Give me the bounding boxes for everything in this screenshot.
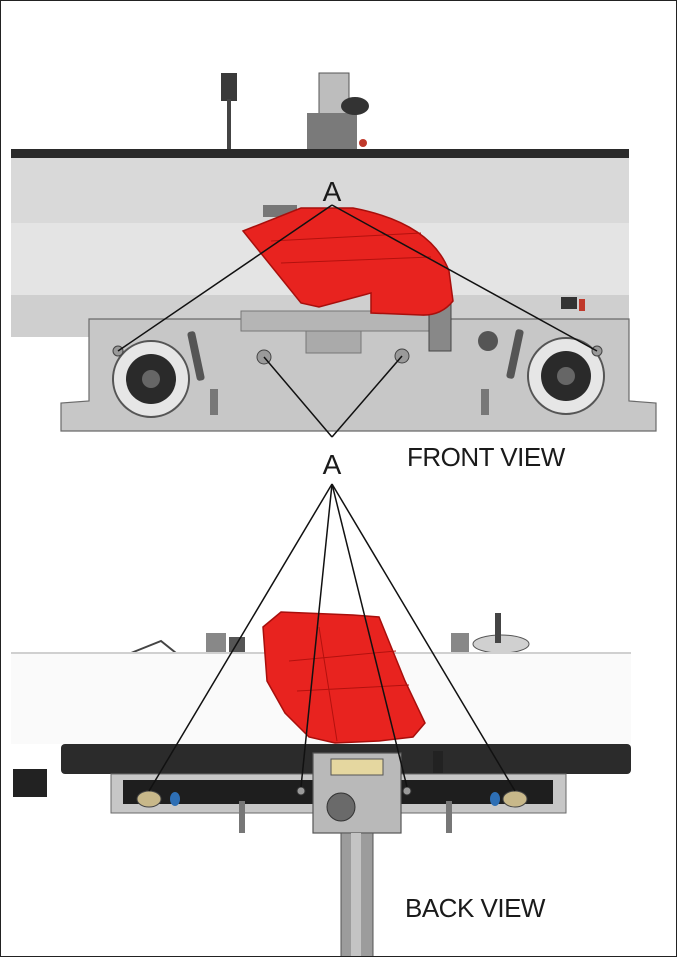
back-left-clamp xyxy=(206,633,226,653)
back-callout-letter: A xyxy=(323,449,342,480)
back-blue-fitting-2 xyxy=(490,792,500,806)
front-left-handwheel-center xyxy=(142,370,160,388)
back-small-post xyxy=(433,751,443,773)
front-red-stud xyxy=(359,139,367,147)
front-view-machine xyxy=(11,72,657,432)
back-leader-lines xyxy=(148,483,516,792)
front-left-peg xyxy=(210,389,218,415)
front-base-housing xyxy=(60,318,657,432)
back-guard-fold xyxy=(318,626,338,742)
back-left-clamp-knob xyxy=(229,637,245,653)
back-right-peg xyxy=(446,801,452,833)
back-small-lever xyxy=(130,639,177,654)
back-bolt-2 xyxy=(296,786,306,796)
back-handwheel-handle xyxy=(495,613,501,643)
back-bolt-4 xyxy=(502,790,528,808)
front-upper-leader-lines xyxy=(117,204,598,352)
front-fence-knob xyxy=(341,97,369,115)
front-right-handwheel-center xyxy=(557,367,575,385)
back-bolt-3 xyxy=(402,786,412,796)
back-cutter-guard xyxy=(262,611,426,744)
back-column-highlight xyxy=(351,833,361,956)
front-switch xyxy=(561,297,577,309)
front-guard-ridge-1 xyxy=(270,232,422,242)
back-left-box xyxy=(13,769,47,797)
front-fence-bracket xyxy=(307,113,357,151)
front-guard-knob xyxy=(478,331,498,351)
back-view-label: BACK VIEW xyxy=(405,893,546,923)
back-motor-label xyxy=(330,758,384,776)
front-right-lever xyxy=(506,329,524,379)
front-left-lever xyxy=(187,331,205,381)
front-callout-letter: A xyxy=(323,176,342,207)
back-left-peg xyxy=(239,801,245,833)
back-view-machine xyxy=(11,611,631,956)
front-lever-knob xyxy=(221,73,237,101)
back-bolt-1 xyxy=(136,790,162,808)
front-table-edge xyxy=(11,149,629,158)
back-guard-ridge-1 xyxy=(288,650,397,662)
front-switch-red xyxy=(579,299,585,311)
front-right-peg xyxy=(481,389,489,415)
front-view-label: FRONT VIEW xyxy=(407,442,566,472)
front-center-block xyxy=(305,330,362,354)
front-cutter-guard xyxy=(241,207,454,316)
back-right-clamp xyxy=(451,633,469,653)
front-lower-leader-lines xyxy=(263,355,403,438)
back-guard-ridge-2 xyxy=(296,684,410,692)
back-blue-fitting-1 xyxy=(170,792,180,806)
front-guard-ridge-2 xyxy=(280,256,432,264)
front-lever-shaft xyxy=(227,99,231,151)
back-motor-knob xyxy=(326,792,356,822)
